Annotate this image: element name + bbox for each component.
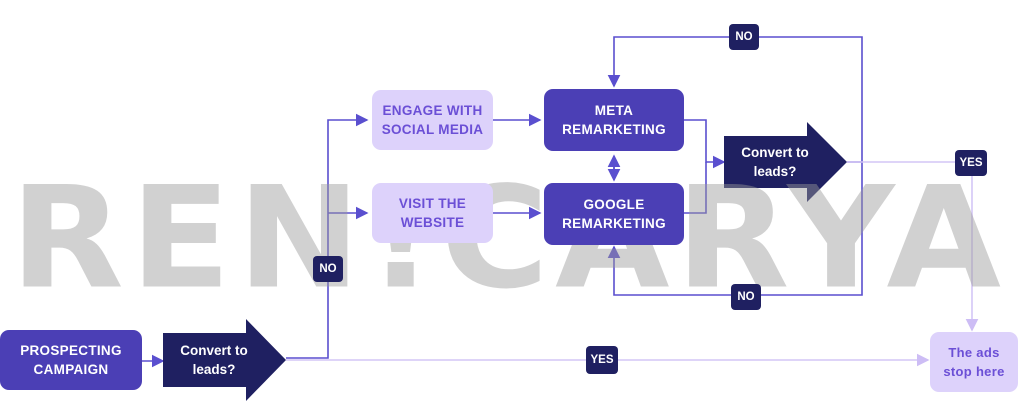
google-remarketing-label: GOOGLE REMARKETING bbox=[562, 197, 666, 231]
prospecting-campaign-node: PROSPECTING CAMPAIGN bbox=[0, 330, 142, 390]
watermark-text: REN!CARYADI bbox=[10, 162, 1020, 314]
meta-remarketing-label: META REMARKETING bbox=[562, 103, 666, 137]
ads-stop-node: The ads stop here bbox=[930, 332, 1018, 392]
visit-website-label: VISIT THE WEBSITE bbox=[398, 196, 467, 230]
decision-arrow-shape-1 bbox=[163, 319, 286, 401]
yes-flag-right: YES bbox=[955, 150, 987, 176]
no-flag-bottom: NO bbox=[731, 284, 761, 310]
engage-social-media-node: ENGAGE WITH SOCIAL MEDIA bbox=[372, 90, 493, 150]
decision-1-label: Convert to leads? bbox=[180, 343, 248, 377]
ads-stop-label: The ads stop here bbox=[943, 345, 1005, 379]
visit-website-node: VISIT THE WEBSITE bbox=[372, 183, 493, 243]
no-flag-top: NO bbox=[729, 24, 759, 50]
decision-2-label: Convert to leads? bbox=[741, 145, 809, 179]
yes-flag-bottom: YES bbox=[586, 346, 618, 374]
no-flag-left: NO bbox=[313, 256, 343, 282]
meta-remarketing-node: META REMARKETING bbox=[544, 89, 684, 151]
prospecting-campaign-label: PROSPECTING CAMPAIGN bbox=[20, 343, 122, 377]
decision-arrow-shape-2 bbox=[724, 122, 847, 202]
engage-social-media-label: ENGAGE WITH SOCIAL MEDIA bbox=[381, 103, 484, 137]
google-remarketing-node: GOOGLE REMARKETING bbox=[544, 183, 684, 245]
